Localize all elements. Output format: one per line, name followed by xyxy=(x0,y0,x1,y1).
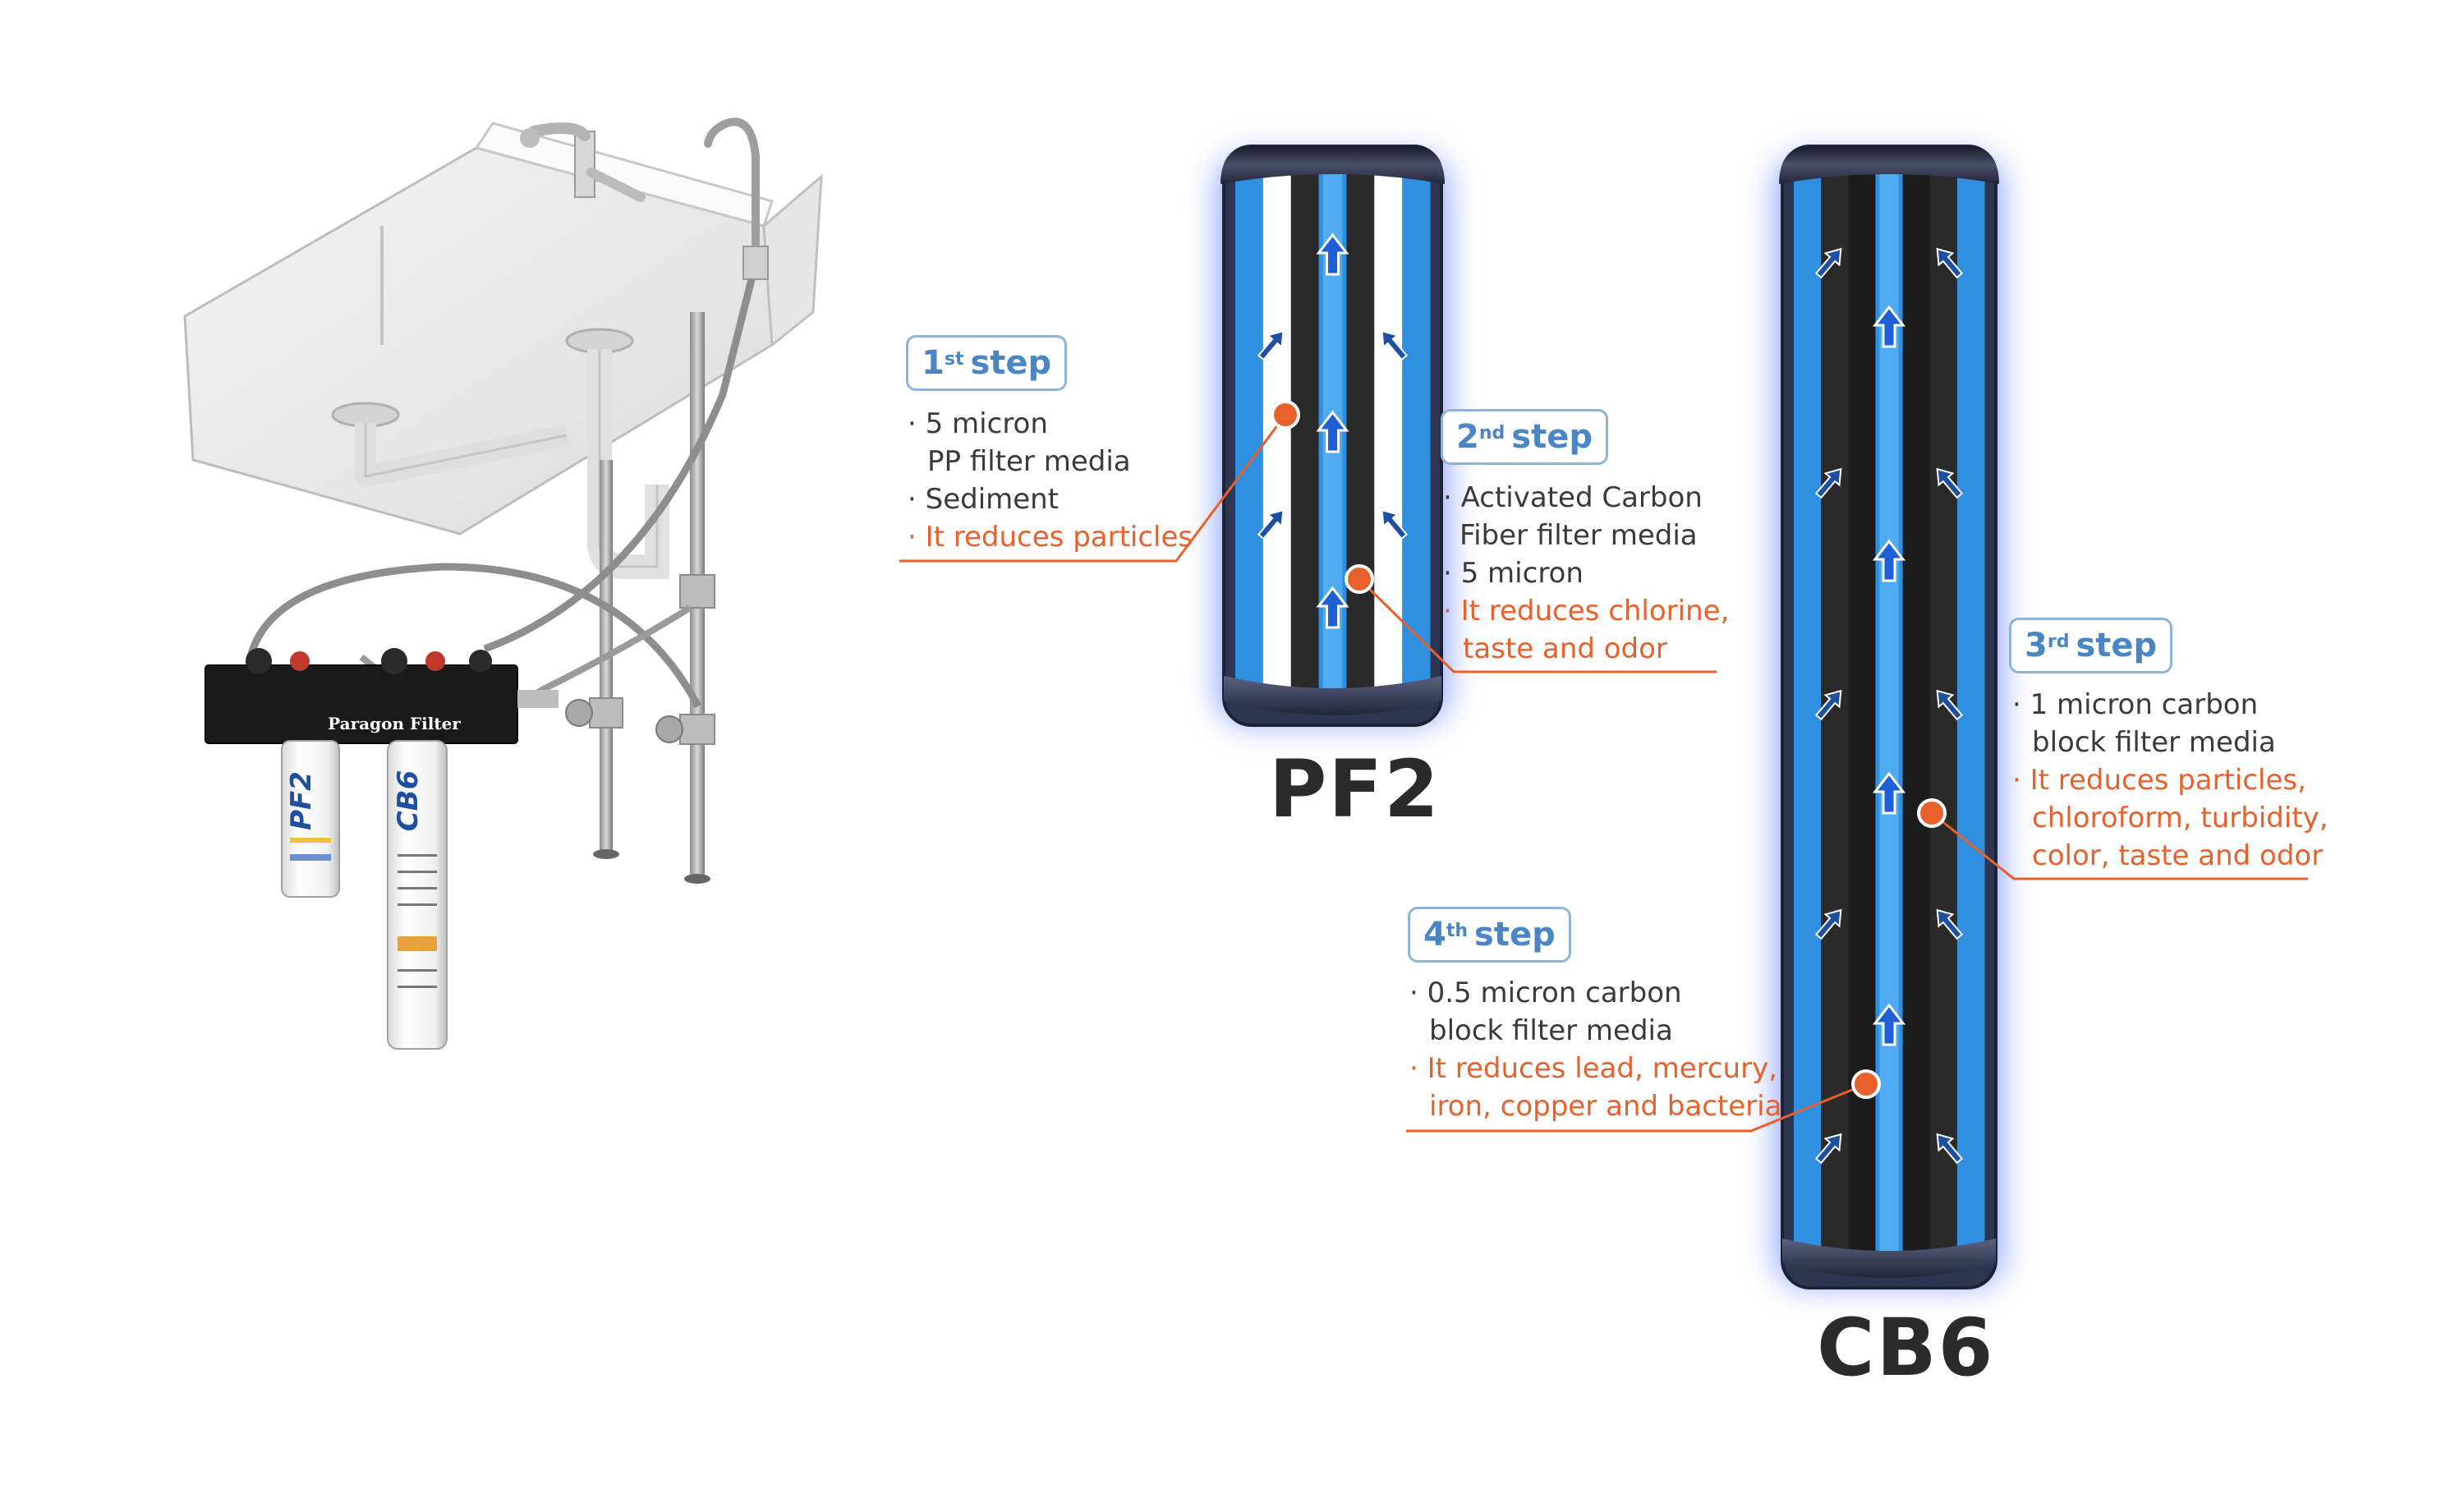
cb6-flow-arrow xyxy=(1872,305,1906,348)
step-2-suffix: nd xyxy=(1478,423,1506,444)
pf2-inflow-arrow xyxy=(1381,329,1409,361)
step-1-red-line-1: · It reduces particles xyxy=(908,521,1193,554)
pf2-flow-arrow xyxy=(1316,232,1349,276)
filter-head-brand-label: Paragon Filter xyxy=(328,714,461,733)
step-4-word: step xyxy=(1474,916,1556,954)
step-4-leader-line xyxy=(1406,1082,1867,1133)
step-4-suffix: th xyxy=(1446,921,1469,941)
step-4-red-line-1: · It reduces lead, mercury, xyxy=(1409,1052,1778,1085)
step-1-suffix: st xyxy=(944,349,964,370)
cb6-inflow-arrow xyxy=(1814,908,1842,940)
step-1-description: · 5 micron PP filter media · Sediment · … xyxy=(908,405,1193,556)
filter-head: Paragon Filter xyxy=(205,648,559,744)
drinking-water-faucet xyxy=(704,117,769,280)
step-3-word: step xyxy=(2076,627,2158,664)
step-2-line-1: · Activated Carbon xyxy=(1443,481,1703,514)
step-1-word: step xyxy=(970,344,1052,382)
pf2-top-cap xyxy=(1221,146,1445,184)
step-4-line-1: · 0.5 micron carbon xyxy=(1409,977,1682,1009)
step-4-line-2: block filter media xyxy=(1429,1014,1673,1047)
cb6-inflow-arrow xyxy=(1936,689,1964,721)
step-2-word: step xyxy=(1511,418,1593,456)
pf2-title: PF2 xyxy=(1269,743,1441,835)
cb6-core xyxy=(1879,171,1899,1255)
cb6-cartridge-label: CB6 xyxy=(392,770,425,832)
faucet xyxy=(520,122,646,202)
step-3-line-2: block filter media xyxy=(2032,726,2276,759)
step-2-line-2: Fiber filter media xyxy=(1460,519,1698,552)
step-3-red-line-2: chloroform, turbidity, xyxy=(2032,802,2328,834)
cb6-inflow-arrow xyxy=(1936,1133,1964,1165)
cb6-flow-arrow xyxy=(1872,1003,1906,1046)
pf2-inflow-arrow xyxy=(1257,329,1285,361)
pf2-bottom-cap xyxy=(1224,676,1441,715)
step-4-red-line-2: iron, copper and bacteria xyxy=(1429,1090,1782,1123)
cb6-media-band xyxy=(1902,171,1931,1255)
cb6-inflow-arrow xyxy=(1936,467,1964,499)
step-2-red-line-1: · It reduces chlorine, xyxy=(1443,595,1730,627)
step-1-line-2: PP filter media xyxy=(927,445,1131,478)
step-2-line-3: · 5 micron xyxy=(1443,557,1584,590)
step-3-description: · 1 micron carbon block filter media · I… xyxy=(2012,686,2328,875)
step-1-line-3: · Sediment xyxy=(908,483,1060,516)
cb6-inflow-arrow xyxy=(1936,908,1964,940)
step-4-description: · 0.5 micron carbon block filter media ·… xyxy=(1409,974,1781,1125)
step-3-suffix: rd xyxy=(2047,632,2070,652)
step-1-leader-line xyxy=(899,414,1287,563)
step-1-marker-dot xyxy=(1271,400,1300,430)
pf2-media-band xyxy=(1290,171,1320,692)
step-3-leader-line xyxy=(1931,811,2308,880)
cb6-inflow-arrow xyxy=(1814,247,1842,279)
pf2-cartridge: PF2 xyxy=(281,740,340,898)
cb6-inflow-arrow xyxy=(1814,1133,1842,1165)
cb6-bottom-cap xyxy=(1782,1239,1996,1278)
step-3-red-line-3: color, taste and odor xyxy=(2032,839,2324,872)
step-3-red-line-1: · It reduces particles, xyxy=(2012,764,2306,797)
cb6-top-cap xyxy=(1779,146,1999,184)
cb6-cartridge: CB6 xyxy=(387,740,448,1050)
step-4-marker-dot xyxy=(1851,1069,1881,1099)
step-2-red-line-2: taste and odor xyxy=(1463,632,1667,665)
under-sink-installation-illustration: Paragon Filter PF2 CB6 xyxy=(183,117,823,1050)
cb6-flow-arrow xyxy=(1872,771,1906,815)
step-2-ordinal: 2 xyxy=(1456,418,1479,456)
cb6-inflow-arrow xyxy=(1936,247,1964,279)
cb6-inflow-arrow xyxy=(1814,467,1842,499)
pf2-media-band xyxy=(1346,171,1375,692)
pf2-inflow-arrow xyxy=(1257,508,1285,540)
step-1-line-1: · 5 micron xyxy=(908,407,1048,440)
step-2-marker-dot xyxy=(1345,564,1374,594)
step-3-line-1: · 1 micron carbon xyxy=(2012,688,2259,721)
step-3-marker-dot xyxy=(1917,798,1947,828)
pf2-cartridge-label: PF2 xyxy=(285,771,318,830)
pf2-flow-arrow xyxy=(1316,410,1349,453)
pf2-flow-arrow xyxy=(1316,586,1349,629)
pf2-media-band xyxy=(1374,171,1403,692)
step-1-ordinal: 1 xyxy=(922,344,945,382)
cb6-flow-arrow xyxy=(1872,539,1906,582)
pf2-media-band xyxy=(1402,171,1431,692)
cb6-media-band xyxy=(1794,171,1822,1255)
sink-basin xyxy=(183,122,823,535)
step-3-ordinal: 3 xyxy=(2025,627,2048,664)
pf2-media-band xyxy=(1235,171,1264,692)
step-2-description: · Activated Carbon Fiber filter media · … xyxy=(1443,479,1729,668)
pf2-inflow-arrow xyxy=(1381,508,1409,540)
cb6-title: CB6 xyxy=(1817,1302,1995,1394)
step-4-ordinal: 4 xyxy=(1423,916,1446,954)
step-2-leader-line xyxy=(1358,577,1717,673)
cb6-inflow-arrow xyxy=(1814,689,1842,721)
cb6-media-band xyxy=(1956,171,1985,1255)
pf2-media-band xyxy=(1262,171,1292,692)
